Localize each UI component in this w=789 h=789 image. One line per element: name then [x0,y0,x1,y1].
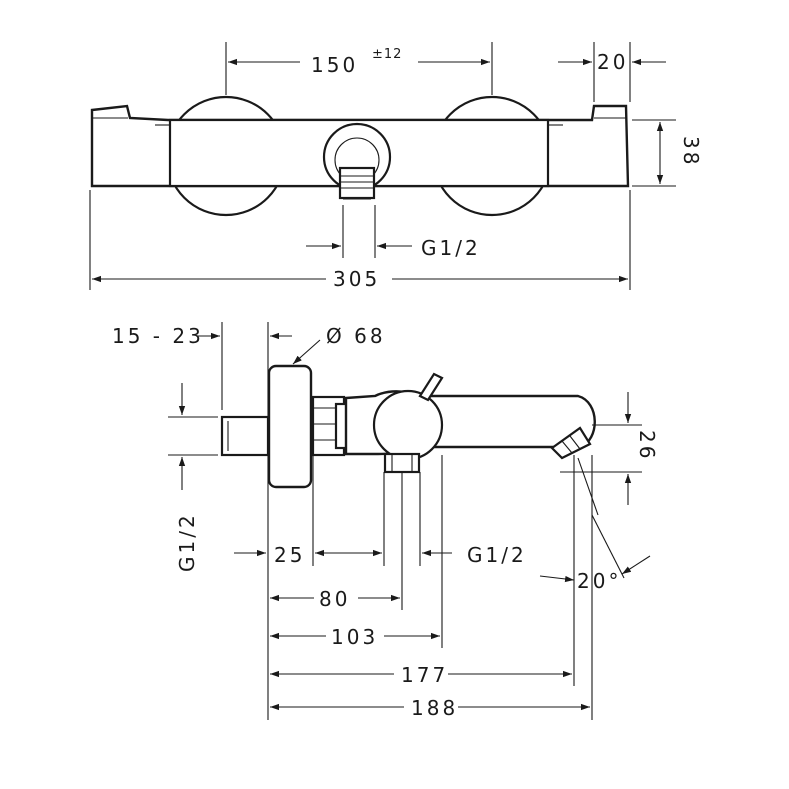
thread-bottom-label: G1/2 [467,543,527,567]
dim-25-label: 25 [274,543,305,567]
dim-150-tolerance: ±12 [372,47,402,62]
dim-26-label: 26 [635,430,659,461]
body-knob [372,389,444,461]
dim-38-label: 38 [679,136,703,167]
thread-left-label: G1/2 [175,512,199,572]
angle-20-label: 20° [577,569,621,593]
dim-150-label: 150 [311,53,358,77]
dim-80-label: 80 [319,587,350,611]
dim-15-23-label: 15 - 23 [112,324,204,348]
side-view: 15 - 23 Ø 68 G1/2 25 G1/2 26 20° 80 103 [112,322,659,720]
dim-diameter-68-label: Ø 68 [326,324,386,348]
dim-305-label: 305 [333,267,380,291]
dim-20-label: 20 [597,50,628,74]
outlet-nozzle [338,166,376,200]
dim-177-label: 177 [401,663,448,687]
top-view: 150 ±12 20 38 G1/2 305 [89,42,703,291]
wall-disc-side [267,364,313,489]
bottom-connector [383,452,421,474]
wall-connector [220,415,270,457]
dim-103-label: 103 [331,625,378,649]
dim-188-label: 188 [411,696,458,720]
lever [418,372,444,402]
spout-tip [550,426,592,460]
thread-top-label: G1/2 [421,236,481,260]
